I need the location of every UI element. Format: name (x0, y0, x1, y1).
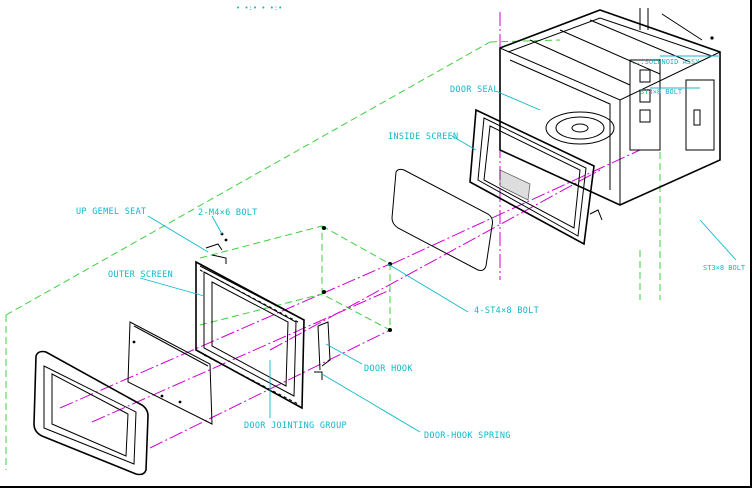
title-fragment: • •:• • •:• (236, 4, 282, 12)
label-door-jointing-group: DOOR JOINTING GROUP (244, 421, 347, 431)
outer-screen (127, 321, 213, 425)
label-assy-top: ...SOLENOID ASSY (632, 58, 700, 66)
small-parts (220, 226, 392, 332)
door-seal (469, 108, 603, 246)
label-bolt-st4: 4-ST4×8 BOLT (474, 306, 539, 316)
label-door-hook: DOOR HOOK (364, 364, 413, 374)
inside-screen (391, 168, 493, 271)
label-outer-screen: OUTER SCREEN (108, 270, 173, 280)
door-hook (314, 321, 331, 380)
label-inside-screen: INSIDE SCREEN (388, 132, 458, 142)
assembly-envelope (5, 39, 661, 470)
label-door-hook-spring: DOOR-HOOK SPRING (424, 431, 511, 441)
door-jointing-group (195, 243, 305, 410)
label-st-bolt-small: ST3×8 BOLT (640, 88, 683, 96)
label-door-seal: DOOR SEAL (450, 85, 499, 95)
label-st-bolt-right: ST3×8 BOLT (703, 264, 746, 272)
leader-lines (139, 55, 737, 433)
callout-labels: DOOR SEAL INSIDE SCREEN UP GEMEL SEAT 2-… (76, 58, 746, 441)
label-bolt-m4: 2-M4×6 BOLT (198, 208, 258, 218)
center-axes (59, 12, 641, 449)
label-up-gemel-seat: UP GEMEL SEAT (76, 207, 146, 217)
front-door-panel (33, 350, 149, 476)
microwave-body (499, 8, 721, 206)
